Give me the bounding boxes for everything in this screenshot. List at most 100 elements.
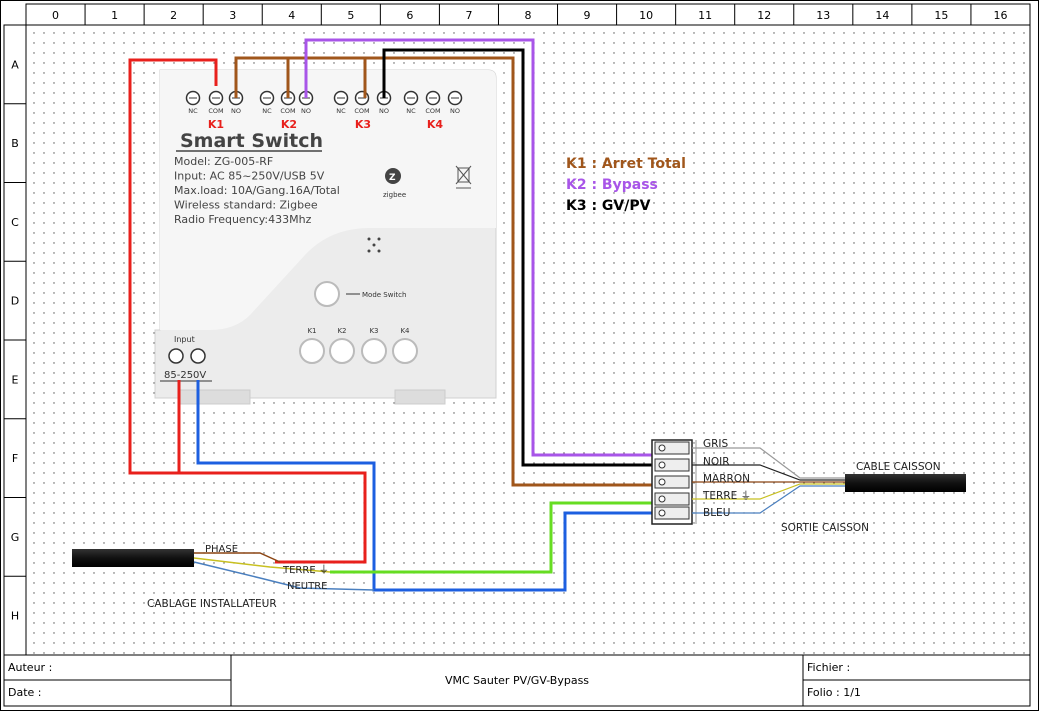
caisson-cable-label: CABLE CAISSON [856, 461, 941, 473]
button-label: K4 [400, 327, 410, 335]
column-label: 2 [170, 9, 177, 22]
relay-button[interactable] [329, 338, 355, 364]
terminal-label: NO [301, 107, 311, 115]
voltage-label: 85-250V [164, 370, 206, 381]
mode-switch-button[interactable] [314, 281, 340, 307]
relay-label: K2 [281, 118, 297, 131]
column-label: 14 [875, 9, 889, 22]
svg-text:Z: Z [389, 173, 396, 183]
title-block [3, 654, 1031, 707]
terminal-hole [658, 478, 666, 486]
file-label: Fichier : [807, 661, 850, 674]
wire-k3-black [382, 48, 660, 467]
column-label: 13 [816, 9, 830, 22]
terminal-hole [658, 495, 666, 503]
phase-label: PHASE [205, 544, 238, 555]
relay-label: K3 [355, 118, 371, 131]
row-label: D [11, 295, 19, 308]
column-label: 15 [934, 9, 948, 22]
terminal-label: COM [208, 107, 223, 115]
spec-line: Model: ZG-005-RF [174, 155, 273, 168]
terminal-label: NC [188, 107, 198, 115]
wire-k1-brown [234, 56, 660, 487]
column-label: 11 [698, 9, 712, 22]
weee-bin-icon [455, 165, 472, 189]
row-label: B [11, 137, 19, 150]
caisson-wire [692, 485, 845, 514]
author-label: Auteur : [8, 661, 52, 674]
wire-earth-green [330, 501, 660, 574]
terminal-hole [658, 461, 666, 469]
column-label: 6 [406, 9, 413, 22]
neutre-label: NEUTRE [287, 581, 328, 592]
caisson-wire-label: NOIR [703, 456, 730, 468]
row-label: C [11, 216, 19, 229]
button-label: K2 [337, 327, 346, 335]
terminal-label: NC [406, 107, 416, 115]
row-label: E [12, 373, 19, 386]
button-label: K3 [369, 327, 378, 335]
installer-label: CABLAGE INSTALLATEUR [147, 598, 277, 610]
spec-line: Radio Frequency:433Mhz [174, 213, 312, 226]
terminal-label: NO [231, 107, 241, 115]
caisson-cable [845, 474, 966, 492]
relay-label: K1 [208, 118, 224, 131]
column-label: 12 [757, 9, 771, 22]
terminal-hole [658, 444, 666, 452]
row-label: F [12, 452, 18, 465]
spec-line: Input: AC 85~250V/USB 5V [174, 170, 325, 183]
spec-line: Wireless standard: Zigbee [174, 199, 318, 212]
column-label: 1 [111, 9, 118, 22]
terminal-label: NO [450, 107, 460, 115]
legend-entry: K1 : Arret Total [566, 156, 686, 172]
terminal-label: COM [354, 107, 369, 115]
caisson-wire-label: GRIS [703, 438, 729, 450]
row-label: H [11, 610, 19, 623]
zigbee-logo: Z zigbee [383, 168, 406, 199]
relay-button[interactable] [299, 338, 325, 364]
caisson-output-label: SORTIE CAISSON [781, 522, 869, 534]
caisson-wire [692, 447, 845, 479]
terminal-label: NO [379, 107, 389, 115]
input-terminal-n [190, 348, 206, 364]
column-label: 8 [525, 9, 532, 22]
indicator-dots [367, 237, 381, 253]
row-label: G [11, 531, 20, 544]
legend-entry: K2 : Bypass [566, 177, 658, 193]
mode-switch-label: Mode Switch [362, 291, 406, 299]
column-label: 0 [52, 9, 59, 22]
button-label: K1 [307, 327, 316, 335]
input-label: Input [174, 335, 195, 344]
caisson-wire [692, 483, 845, 500]
caisson-wire-label: BLEU [703, 507, 730, 519]
column-label: 5 [347, 9, 354, 22]
column-label: 3 [229, 9, 236, 22]
caisson-wire-label: TERRE ⏚ [702, 490, 751, 502]
column-label: 10 [639, 9, 653, 22]
document-title: VMC Sauter PV/GV-Bypass [445, 674, 589, 687]
spec-line: Max.load: 10A/Gang.16A/Total [174, 184, 340, 197]
terminal-label: COM [425, 107, 440, 115]
wire-phase-red [128, 58, 218, 475]
caisson-wire [692, 464, 845, 481]
terminal-label: COM [280, 107, 295, 115]
column-label: 4 [288, 9, 295, 22]
input-terminal-l [168, 348, 184, 364]
wire-phase-red-2 [179, 471, 367, 564]
folio-label: Folio : 1/1 [807, 686, 861, 699]
relay-label: K4 [427, 118, 444, 131]
relay-button[interactable] [392, 338, 418, 364]
caisson-wire-label: MARRON [703, 473, 750, 485]
svg-text:zigbee: zigbee [383, 191, 406, 199]
terminal-hole [658, 509, 666, 517]
module-title: Smart Switch [180, 130, 323, 152]
relay-button[interactable] [361, 338, 387, 364]
terre-label: TERRE ⏚ [282, 564, 329, 576]
terminal-label: NC [262, 107, 272, 115]
installer-cable: PHASE TERRE ⏚ NEUTRE CABLAGE INSTALLATEU… [72, 544, 375, 610]
